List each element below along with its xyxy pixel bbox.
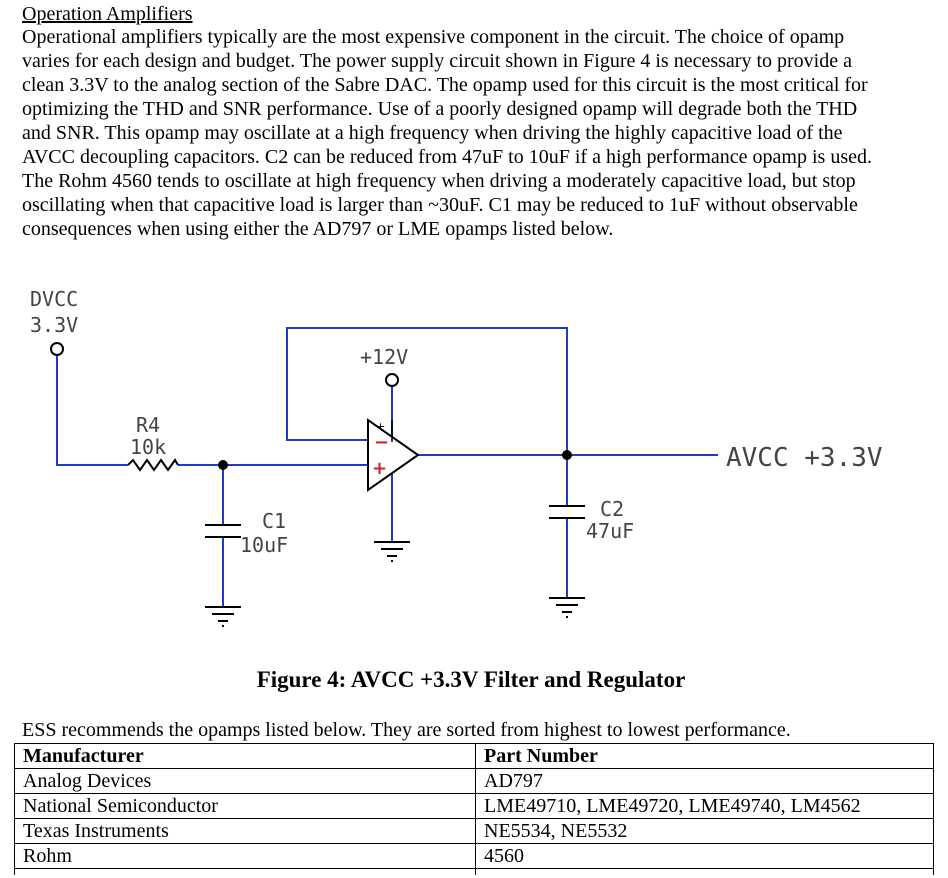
- capacitor-c1-icon: [205, 524, 241, 538]
- resistor-r4-icon: [127, 458, 179, 472]
- paragraph-line: AVCC decoupling capacitors. C2 can be re…: [22, 146, 872, 168]
- r4-value-label: 10k: [130, 435, 166, 459]
- c2-name-label: C2: [600, 497, 624, 521]
- column-header-part-number: Part Number: [475, 743, 934, 769]
- paragraph-line: clean 3.3V to the analog section of the …: [22, 74, 868, 96]
- ground-icon: [205, 606, 241, 627]
- paragraph-line: The Rohm 4560 tends to oscillate at high…: [22, 170, 856, 192]
- c1-value-label: 10uF: [240, 533, 288, 557]
- output-label: AVCC +3.3V: [726, 443, 883, 473]
- c1-name-label: C1: [262, 509, 286, 533]
- wire-feedback: [286, 327, 568, 455]
- table-header-row: Manufacturer Part Number: [14, 743, 934, 769]
- table-row: Analog Devices AD797: [14, 768, 934, 794]
- table-row-cut-off: [14, 868, 934, 875]
- paragraph-line: varies for each design and budget. The p…: [22, 50, 852, 72]
- paragraph-line: and SNR. This opamp may oscillate at a h…: [22, 122, 843, 144]
- part-number-cell: LME49710, LME49720, LME49740, LM4562: [475, 793, 934, 819]
- dvcc-terminal-icon: [50, 342, 64, 356]
- paragraph-line: Operational amplifiers typically are the…: [22, 26, 845, 48]
- circuit-schematic: DVCC 3.3V +12V R4 10k − + + C1 10uF C2 4…: [30, 287, 883, 627]
- junction-dot-icon: [218, 460, 228, 470]
- opamp-table: Manufacturer Part Number Analog Devices …: [14, 743, 934, 875]
- figure-caption: Figure 4: AVCC +3.3V Filter and Regulato…: [256, 667, 686, 692]
- supply-label: +12V: [360, 345, 408, 369]
- table-row: National Semiconductor LME49710, LME4972…: [14, 793, 934, 819]
- dvcc-label: DVCC: [30, 287, 78, 311]
- column-header-manufacturer: Manufacturer: [14, 743, 476, 769]
- supply-pin-sign: +: [376, 420, 385, 433]
- manufacturer-cell: Rohm: [14, 843, 476, 869]
- wire-input: [56, 356, 128, 466]
- paragraph-line: optimizing the THD and SNR performance. …: [22, 98, 858, 120]
- noninverting-input-sign: +: [372, 458, 387, 479]
- dvcc-voltage-label: 3.3V: [30, 313, 78, 337]
- ground-icon: [374, 541, 410, 562]
- part-number-cell: 4560: [475, 843, 934, 869]
- manufacturer-cell: Analog Devices: [14, 768, 476, 794]
- body-paragraph: Operational amplifiers typically are the…: [22, 25, 932, 241]
- inverting-input-sign: −: [374, 432, 389, 453]
- wires: [56, 327, 718, 607]
- manufacturer-cell: Texas Instruments: [14, 818, 476, 844]
- opamp-icon: [367, 418, 420, 492]
- supply-terminal-icon: [385, 373, 399, 387]
- part-number-cell: NE5534, NE5532: [475, 818, 934, 844]
- table-intro: ESS recommends the opamps listed below. …: [22, 719, 791, 741]
- manufacturer-cell: National Semiconductor: [14, 793, 476, 819]
- empty-cell: [475, 868, 934, 875]
- paragraph-line: consequences when using either the AD797…: [22, 218, 614, 240]
- c2-value-label: 47uF: [586, 519, 634, 543]
- paragraph-line: oscillating when that capacitive load is…: [22, 194, 858, 216]
- empty-cell: [14, 868, 476, 875]
- table-row: Texas Instruments NE5534, NE5532: [14, 818, 934, 844]
- section-heading: Operation Amplifiers: [22, 3, 193, 25]
- table-row: Rohm 4560: [14, 843, 934, 869]
- r4-name-label: R4: [136, 413, 160, 437]
- junction-dot-icon: [562, 450, 572, 460]
- capacitor-c2-icon: [549, 505, 585, 519]
- ground-icon: [549, 597, 585, 618]
- part-number-cell: AD797: [475, 768, 934, 794]
